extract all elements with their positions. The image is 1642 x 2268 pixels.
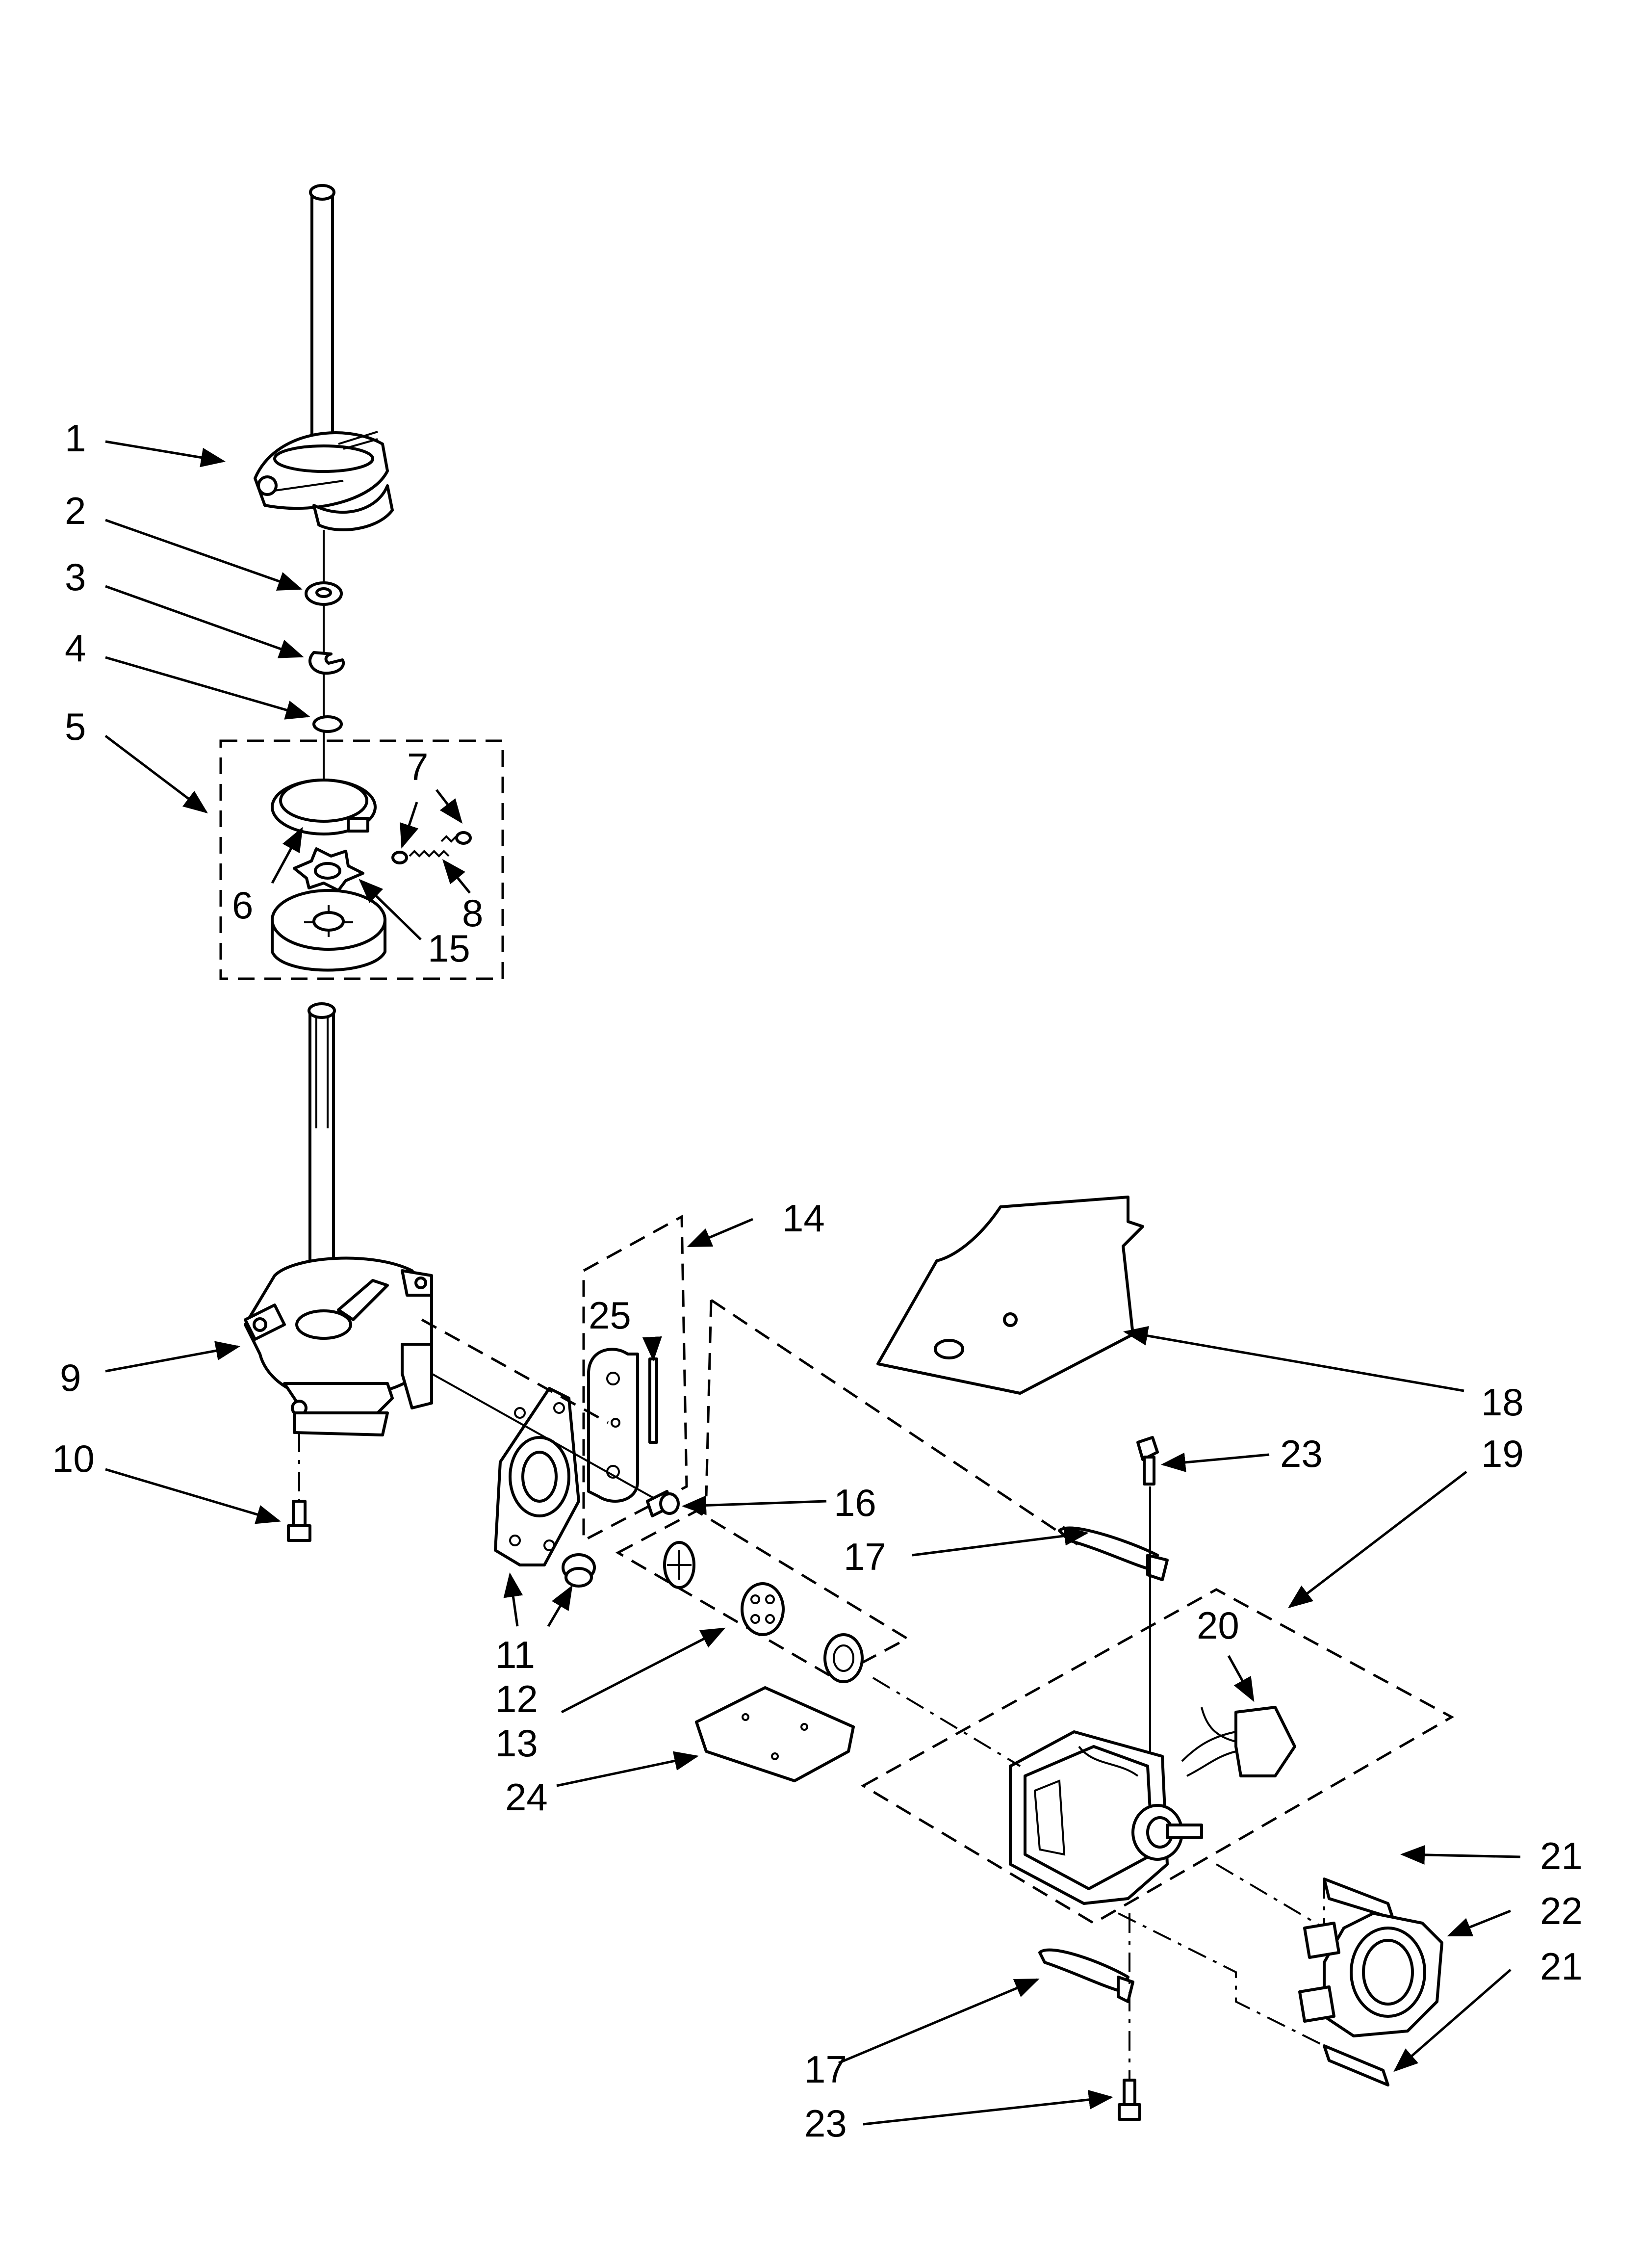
callout-10: 10 <box>52 1437 95 1480</box>
callout-7: 7 <box>407 745 428 788</box>
part-25-gasket <box>587 1348 658 1503</box>
shaft-alignment-line <box>872 1677 1021 1767</box>
callout-2: 2 <box>65 489 86 532</box>
part-23-lower-screw <box>1118 2079 1141 2121</box>
callout-23-lower: 23 <box>804 2102 847 2145</box>
part-6-brake-band <box>271 779 377 835</box>
part-9-gearcase <box>244 1256 433 1436</box>
part-20-motor-switch <box>1181 1706 1296 1777</box>
callout-1: 1 <box>65 417 86 460</box>
callout-4: 4 <box>65 626 86 670</box>
part-18-motor-shield <box>876 1196 1144 1395</box>
part-24-cover-plate <box>695 1686 855 1782</box>
part-14-group-box <box>582 1214 688 1543</box>
part-5-group-box <box>219 739 504 980</box>
callout-15: 15 <box>428 927 470 970</box>
callout-22: 22 <box>1540 1889 1583 1932</box>
callout-19: 19 <box>1481 1432 1524 1475</box>
callout-17-lower: 17 <box>804 2048 847 2091</box>
part-23-upper-screw <box>1136 1436 1159 1486</box>
part-21-lower-bracket <box>1323 2044 1389 2086</box>
callout-23-upper: 23 <box>1280 1432 1323 1475</box>
part-1-cam-assembly <box>254 431 394 531</box>
callout-21-lower: 21 <box>1540 1945 1583 1988</box>
cam-base-hub <box>271 889 386 972</box>
part-2-washer <box>305 581 343 606</box>
part-19-group-box <box>860 1588 1455 1925</box>
part-11-mounting-plate <box>494 1387 580 1566</box>
callout-11: 11 <box>495 1633 535 1676</box>
callout-9: 9 <box>60 1356 81 1399</box>
part-12-grommet <box>562 1553 596 1588</box>
callout-25: 25 <box>589 1294 631 1337</box>
part-13-group-box <box>615 1510 910 1679</box>
part-13-drive-coupler <box>663 1541 864 1683</box>
part-3-retaining-clip <box>308 651 345 675</box>
callout-20: 20 <box>1197 1604 1239 1647</box>
callout-5: 5 <box>65 705 86 748</box>
callout-3: 3 <box>65 555 86 599</box>
callout-14: 14 <box>782 1197 825 1240</box>
part-4-snap-ring <box>312 715 343 733</box>
motor <box>1009 1730 1203 1905</box>
part-7-8-spring-assembly <box>391 831 472 864</box>
callout-17-upper: 17 <box>844 1535 886 1578</box>
assembly-line-2 <box>705 1299 1080 1547</box>
part-22-pump <box>1298 1912 1443 2037</box>
part-17-lower-clip <box>1038 1948 1134 2003</box>
callout-13: 13 <box>495 1721 538 1765</box>
callout-24: 24 <box>505 1775 548 1819</box>
callout-18: 18 <box>1481 1381 1524 1424</box>
callout-8: 8 <box>462 891 483 935</box>
callout-21-upper: 21 <box>1540 1834 1583 1877</box>
callout-6: 6 <box>232 884 253 927</box>
agitator-shaft-top <box>309 184 335 458</box>
part-16-bolt <box>646 1490 680 1517</box>
callout-16: 16 <box>834 1481 876 1524</box>
callout-numbers: 1 2 3 4 5 6 7 8 15 9 10 11 12 13 24 14 2… <box>52 417 1583 2145</box>
callout-12: 12 <box>495 1677 538 1721</box>
part-15-star-washer <box>293 847 364 892</box>
part-10-screw <box>287 1500 311 1542</box>
assembly-line-1 <box>421 1318 609 1424</box>
leader-lines <box>104 440 1521 2126</box>
